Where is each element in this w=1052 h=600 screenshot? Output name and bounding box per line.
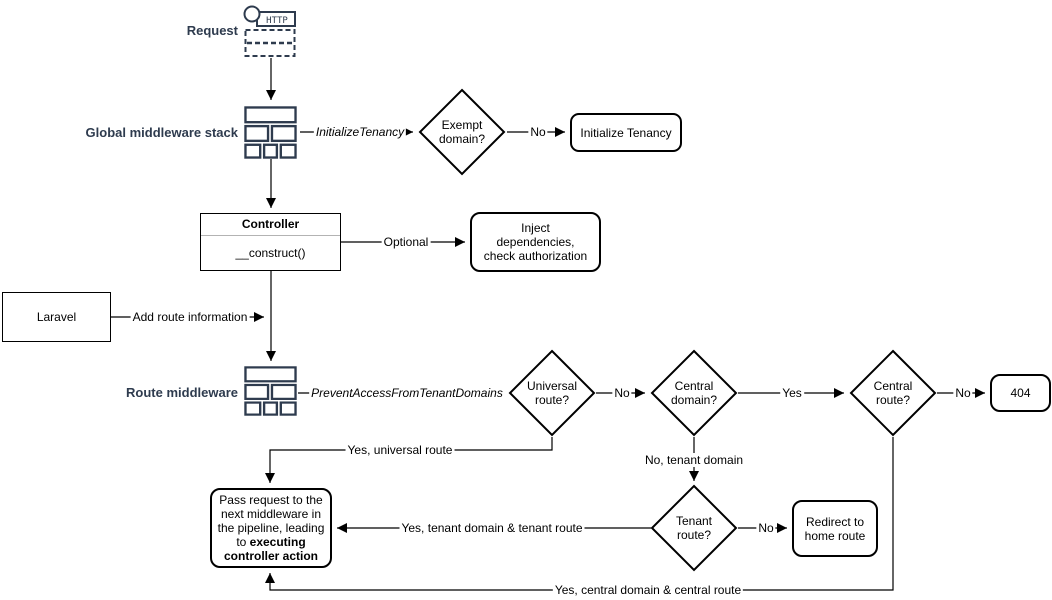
edge-label-tenant-no: No xyxy=(756,521,776,535)
decision-tenant-route-label: Tenant route? xyxy=(675,514,713,542)
edge-label-central-route-no: No xyxy=(953,386,973,400)
edge-label-initialize-tenancy: InitializeTenancy xyxy=(313,125,407,139)
decision-central-route: Central route? xyxy=(849,349,937,437)
request-stage-label: Request xyxy=(186,23,238,38)
edge-label-tenant-yes: Yes, tenant domain & tenant route xyxy=(399,521,585,535)
node-laravel-label: Laravel xyxy=(36,310,77,324)
pass-request-emphasis: executing controller action xyxy=(223,535,318,563)
node-initialize-tenancy-label: Initialize Tenancy xyxy=(580,125,672,140)
pass-request-text: Pass request to the next middleware in t… xyxy=(217,493,325,549)
node-redirect-home: Redirect to home route xyxy=(792,500,878,557)
node-controller-title: Controller xyxy=(201,214,340,236)
node-initialize-tenancy: Initialize Tenancy xyxy=(570,113,682,152)
edge-label-add-route-information: Add route information xyxy=(130,310,250,324)
edge-label-central-domain-yes: Yes xyxy=(780,386,804,400)
http-request-icon: HTTP xyxy=(243,5,297,58)
node-controller-method: __construct() xyxy=(235,246,306,260)
edge-label-central-domain-no: No, tenant domain xyxy=(642,453,746,467)
node-404: 404 xyxy=(990,374,1051,412)
node-inject-dependencies: Inject dependencies, check authorization xyxy=(470,212,601,272)
decision-central-domain: Central domain? xyxy=(650,349,738,437)
node-redirect-home-label: Redirect to home route xyxy=(804,514,866,543)
decision-tenant-route: Tenant route? xyxy=(650,484,738,572)
route-middleware-label: Route middleware xyxy=(126,385,238,400)
decision-central-route-label: Central route? xyxy=(873,379,913,407)
decision-exempt-domain: Exempt domain? xyxy=(418,88,506,176)
node-pass-request-label: Pass request to the next middleware in t… xyxy=(212,491,330,565)
node-controller: Controller __construct() xyxy=(200,213,341,271)
http-badge-text: HTTP xyxy=(266,16,288,26)
node-pass-request: Pass request to the next middleware in t… xyxy=(210,488,332,568)
decision-universal-route-label: Universal route? xyxy=(526,379,577,407)
node-laravel: Laravel xyxy=(2,292,111,342)
node-404-label: 404 xyxy=(1010,386,1031,400)
decision-exempt-domain-label: Exempt domain? xyxy=(438,118,486,146)
edge-label-universal-yes: Yes, universal route xyxy=(345,443,455,457)
global-middleware-stack-icon xyxy=(244,106,297,159)
route-middleware-stack-icon xyxy=(244,366,297,416)
edge-label-exempt-no: No xyxy=(528,125,548,139)
node-inject-dependencies-label: Inject dependencies, check authorization xyxy=(483,221,588,263)
edge-label-universal-no: No xyxy=(612,386,632,400)
decision-central-domain-label: Central domain? xyxy=(670,379,718,407)
decision-universal-route: Universal route? xyxy=(508,349,596,437)
edge-label-central-route-yes: Yes, central domain & central route xyxy=(552,583,744,597)
edge-label-prevent-access: PreventAccessFromTenantDomains xyxy=(309,386,505,400)
global-middleware-stack-label: Global middleware stack xyxy=(85,125,238,140)
edge-label-optional: Optional xyxy=(381,235,431,249)
